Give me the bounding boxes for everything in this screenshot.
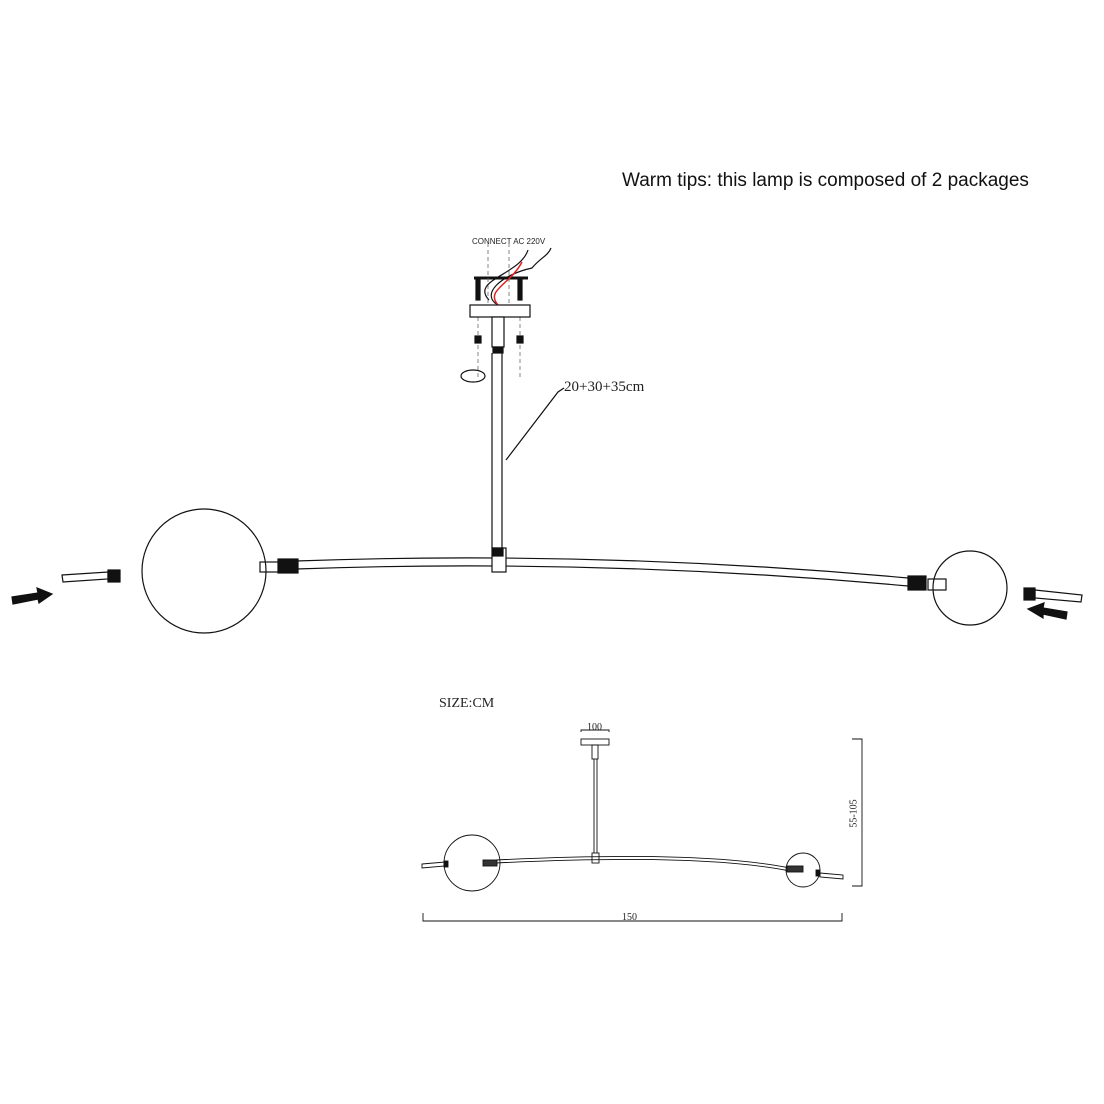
- size-unit-label: SIZE:CM: [439, 696, 495, 711]
- left-globe: [141, 508, 267, 634]
- arrow-left-icon: [1026, 602, 1068, 620]
- power-label: CONNECT AC 220V: [472, 237, 546, 246]
- lamp-arm: [11, 508, 1083, 634]
- arrow-right-icon: [11, 587, 54, 605]
- total-width-label: 150: [622, 912, 637, 923]
- rotate-icon: [460, 369, 486, 383]
- ceiling-assembly: [460, 243, 565, 548]
- rod-length-label: 20+30+35cm: [564, 379, 645, 395]
- dimension-drawing: [421, 729, 863, 922]
- canopy-width-label: 100: [587, 722, 602, 733]
- right-globe: [932, 550, 1008, 626]
- warm-tips-note: Warm tips: this lamp is composed of 2 pa…: [622, 170, 1029, 191]
